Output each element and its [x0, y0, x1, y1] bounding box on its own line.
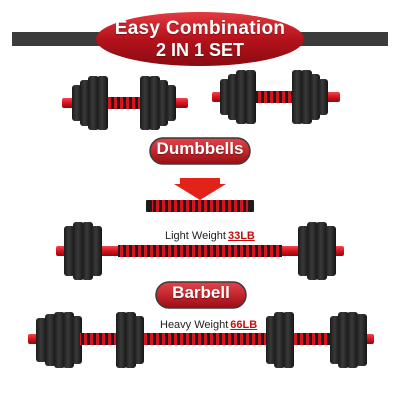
light-barbell	[56, 222, 344, 280]
dumbbell-left	[62, 76, 188, 130]
heavy-weight-value: 66LB	[230, 319, 258, 331]
banner-subtitle: 2 IN 1 SET	[155, 40, 245, 60]
banner-oval	[96, 12, 304, 66]
heavy-weight-prefix: Heavy Weight	[160, 319, 229, 331]
light-weight-value: 33LB	[227, 230, 255, 242]
dumbbells-pill	[149, 137, 251, 165]
dumbbell-right	[212, 70, 340, 124]
top-banner	[12, 12, 388, 66]
barbell-pill	[155, 281, 247, 309]
banner-title: Easy Combination	[114, 18, 286, 39]
barbell-label: Barbell	[172, 283, 230, 302]
connector-bar	[146, 200, 254, 212]
heavy-barbell	[28, 312, 374, 368]
dumbbells-label: Dumbbells	[156, 139, 244, 158]
light-weight-prefix: Light Weight	[165, 230, 226, 242]
down-arrow-icon	[174, 178, 226, 200]
